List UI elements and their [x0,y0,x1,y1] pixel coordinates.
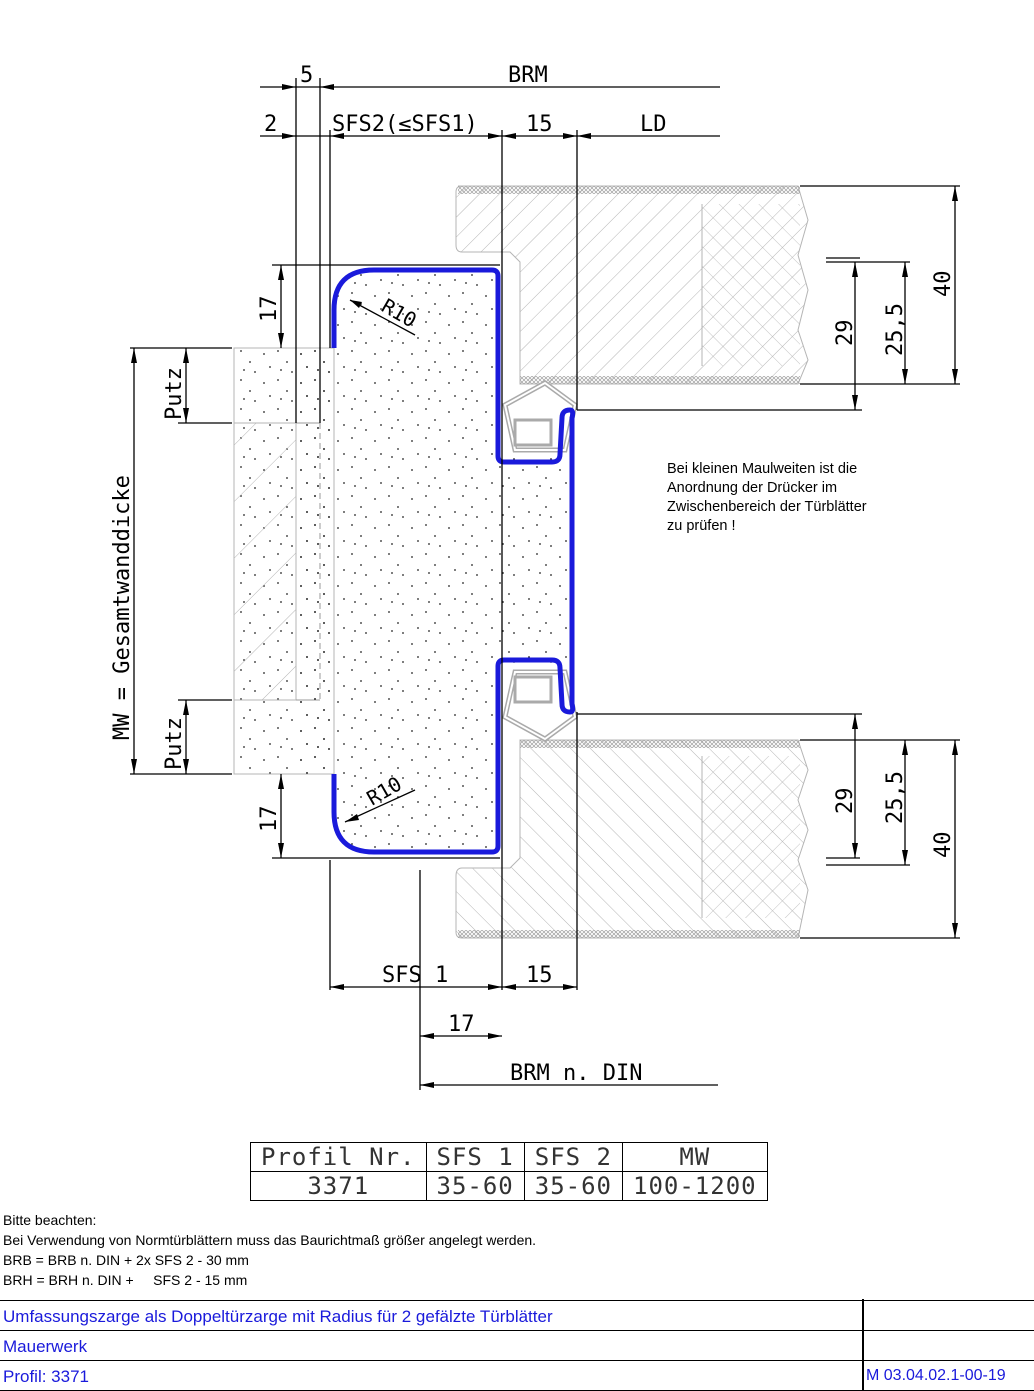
note-line: Zwischenbereich der Türblätter [667,499,867,515]
mortar-fill [296,270,572,852]
title-row: Umfassungszarge als Doppeltürzarge mit R… [0,1300,1034,1330]
table-header-row: Profil Nr. SFS 1 SFS 2 MW [250,1142,768,1172]
door-leaf-bottom [455,739,809,939]
material-row: Mauerwerk [0,1330,1034,1360]
dim-sfs2: SFS2(≤SFS1) [332,112,478,137]
technical-drawing: BRM 5 2 SFS2(≤SFS1) 15 LD 17 Putz MW = G… [110,63,960,1090]
door-leaf-top [455,185,809,385]
dim-2: 2 [264,112,277,137]
header-profil-nr: Profil Nr. [250,1142,427,1172]
header-sfs1: SFS 1 [425,1142,525,1172]
notes-block: Bitte beachten: Bei Verwendung von Normt… [3,1210,536,1290]
table-row: 3371 35-60 35-60 100-1200 [250,1171,768,1201]
handle-placement-note: Bei kleinen Maulweiten ist die Anordnung… [667,460,867,536]
profile-spec-table: Profil Nr. SFS 1 SFS 2 MW 3371 35-60 35-… [250,1142,768,1201]
dim-brm: BRM [508,63,548,88]
notes-line: Bei Verwendung von Normtürblättern muss … [3,1232,537,1248]
dim-brm-din: BRM n. DIN [510,1061,642,1086]
dim-15-bottom: 15 [526,963,553,988]
dim-25-5-top: 25,5 [883,303,908,356]
title-block: Umfassungszarge als Doppeltürzarge mit R… [0,1299,1034,1391]
dim-17-lower: 17 [448,1012,475,1037]
header-sfs2: SFS 2 [523,1142,624,1172]
profile-row: Profil: 3371 M 03.04.02.1-00-19 [0,1360,1034,1391]
frame-profile [331,267,576,855]
cell-sfs2: 35-60 [523,1171,624,1201]
profile-label: Profil: 3371 [3,1367,89,1386]
dim-17-top: 17 [257,296,282,323]
material-label: Mauerwerk [3,1337,88,1356]
dim-5: 5 [300,63,313,88]
dim-putz-top: Putz [162,367,187,420]
dim-40-top: 40 [931,271,956,298]
note-line: zu prüfen ! [667,518,736,534]
dim-sfs1: SFS 1 [382,963,448,988]
note-line: Bei kleinen Maulweiten ist die [667,461,858,477]
dim-ld: LD [640,112,667,137]
header-mw: MW [622,1142,768,1172]
dim-putz-bottom: Putz [162,717,187,770]
cell-profil-nr: 3371 [250,1171,427,1201]
title-block-divider [862,1299,864,1391]
notes-line: BRB = BRB n. DIN + 2x SFS 2 - 30 mm [3,1252,249,1268]
dim-17-bottom: 17 [257,806,282,833]
dim-25-5-bottom: 25,5 [883,771,908,824]
dim-29-bottom: 29 [833,788,858,815]
cell-mw: 100-1200 [622,1171,768,1201]
notes-line: BRH = BRH n. DIN + SFS 2 - 15 mm [3,1272,248,1288]
note-line: Anordnung der Drücker im [667,480,838,496]
notes-heading: Bitte beachten: [3,1212,97,1228]
drawing-title: Umfassungszarge als Doppeltürzarge mit R… [3,1307,553,1326]
dim-40-bottom: 40 [931,832,956,859]
drawing-number: M 03.04.02.1-00-19 [866,1367,1006,1384]
cell-sfs1: 35-60 [425,1171,525,1201]
dim-29-top: 29 [833,320,858,347]
dim-mw: MW = Gesamtwanddicke [110,475,135,740]
dimension-arrows [131,84,958,1088]
dim-15-top: 15 [526,112,553,137]
dimension-labels: BRM 5 2 SFS2(≤SFS1) 15 LD 17 Putz MW = G… [110,63,956,1086]
